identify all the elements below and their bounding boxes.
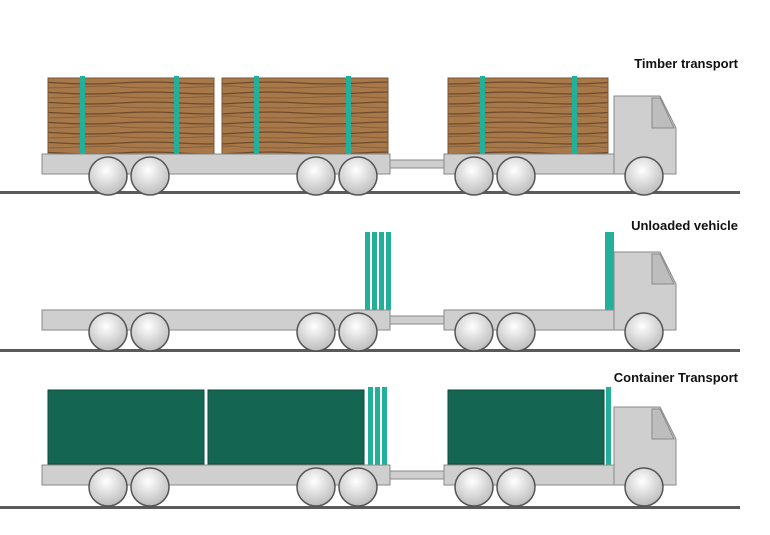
scene-timber-transport: Timber transport [0, 0, 770, 200]
road [0, 349, 740, 352]
timber-truck-illustration [0, 76, 740, 196]
wheels [88, 156, 664, 196]
coupling-bar [389, 159, 445, 169]
container [47, 389, 205, 465]
stakes [80, 76, 577, 156]
container [207, 389, 365, 465]
container [447, 389, 605, 465]
timber-load [221, 77, 389, 155]
coupling-bar [389, 470, 445, 480]
cab-window [651, 97, 675, 129]
unloaded-truck-illustration [0, 232, 740, 352]
coupling-bar [389, 315, 445, 325]
scene-unloaded-vehicle: Unloaded vehicle [0, 170, 770, 360]
scene-label: Container Transport [613, 370, 738, 385]
container-truck-illustration [0, 387, 740, 509]
wheels [88, 312, 664, 352]
cab-window [651, 253, 675, 285]
scene-label: Timber transport [634, 56, 738, 71]
stakes [368, 387, 611, 466]
cab-window [651, 408, 675, 440]
wheels [88, 467, 664, 507]
scene-container-transport: Container Transport [0, 330, 770, 535]
stakes [365, 232, 614, 310]
road [0, 191, 740, 194]
timber-load [47, 77, 215, 155]
timber-load [447, 77, 609, 155]
road [0, 506, 740, 509]
scene-label: Unloaded vehicle [631, 218, 738, 233]
